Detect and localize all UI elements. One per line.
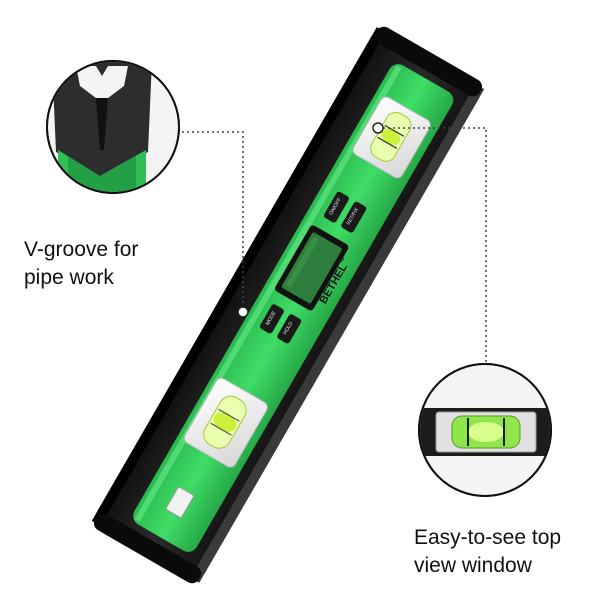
setfix-button[interactable] <box>340 201 367 234</box>
on-off-button[interactable] <box>323 191 350 224</box>
window-marker-dot <box>372 122 384 134</box>
hold-button[interactable] <box>276 313 302 344</box>
button-cluster-lower: MODE HOLD <box>259 303 302 344</box>
v-groove-closeup-icon <box>76 66 128 98</box>
groove-detail-circle <box>46 60 180 194</box>
mode-button[interactable] <box>259 303 285 334</box>
end-slot <box>165 486 194 518</box>
frame-edge-right <box>190 84 485 583</box>
frame-edge-left <box>91 27 386 526</box>
window-callout-line1: Easy-to-see top <box>414 526 562 549</box>
groove-marker-dot <box>237 306 249 318</box>
window-leader <box>378 127 487 365</box>
groove-callout-line2: pipe work <box>24 266 114 289</box>
lcd-display <box>275 225 349 311</box>
lcd-screen <box>281 232 342 304</box>
window-detail-circle <box>418 363 552 497</box>
groove-leader <box>177 131 244 312</box>
end-cap-top <box>374 26 483 97</box>
end-cap-bottom <box>93 513 202 584</box>
top-vial-bubble <box>381 129 401 145</box>
groove-callout-line1: V-groove for <box>24 238 139 261</box>
bottom-vial-bubble <box>213 412 237 433</box>
window-callout-text: Easy-to-see top view window <box>414 524 604 580</box>
groove-callout-text: V-groove for pipe work <box>24 236 224 292</box>
window-callout-line2: view window <box>414 554 532 577</box>
digital-level: ON/OFF SET/FIX BETHEL™ MODE HOLD <box>91 26 485 584</box>
bottom-vial-window <box>183 377 268 468</box>
button-cluster-upper: ON/OFF SET/FIX <box>323 191 367 234</box>
